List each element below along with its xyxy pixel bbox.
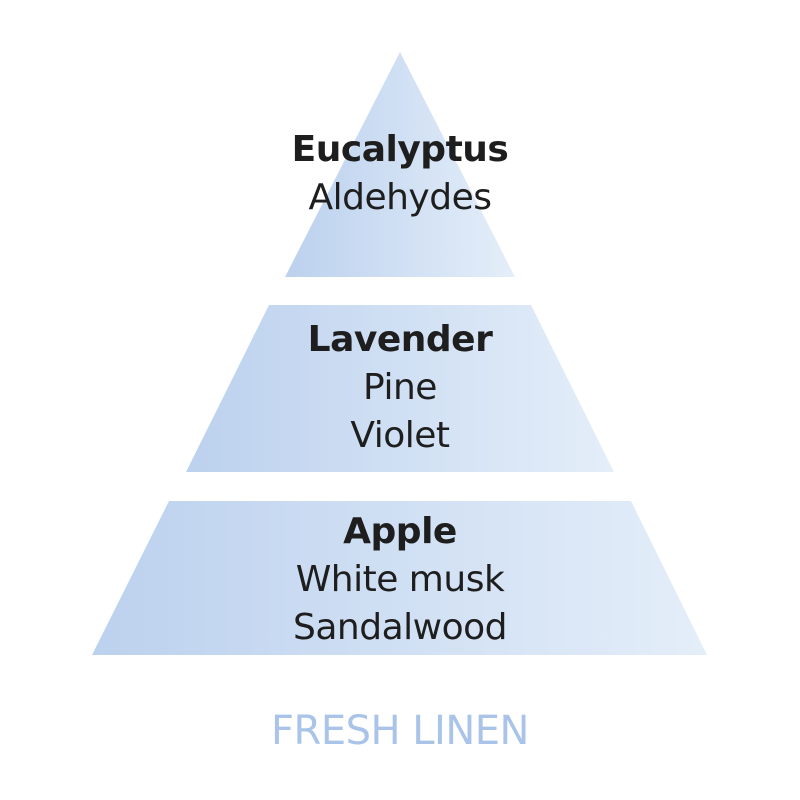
heart-notes: Lavender Pine Violet	[0, 316, 800, 460]
base-notes: Apple White musk Sandalwood	[0, 508, 800, 652]
pyramid-top-tier	[285, 52, 515, 277]
heart-note-main: Lavender	[307, 319, 493, 360]
pyramid-bottom-tier	[92, 501, 707, 655]
top-note-main: Eucalyptus	[291, 129, 509, 170]
top-note: Aldehydes	[308, 177, 492, 218]
top-notes: Eucalyptus Aldehydes	[0, 126, 800, 222]
base-note-main: Apple	[343, 511, 457, 552]
heart-note: Pine	[363, 367, 437, 408]
pyramid-middle-tier	[186, 305, 614, 472]
base-note: Sandalwood	[293, 607, 508, 648]
fragrance-title: FRESH LINEN	[271, 708, 529, 754]
heart-note: Violet	[350, 415, 450, 456]
base-note: White musk	[295, 559, 505, 600]
